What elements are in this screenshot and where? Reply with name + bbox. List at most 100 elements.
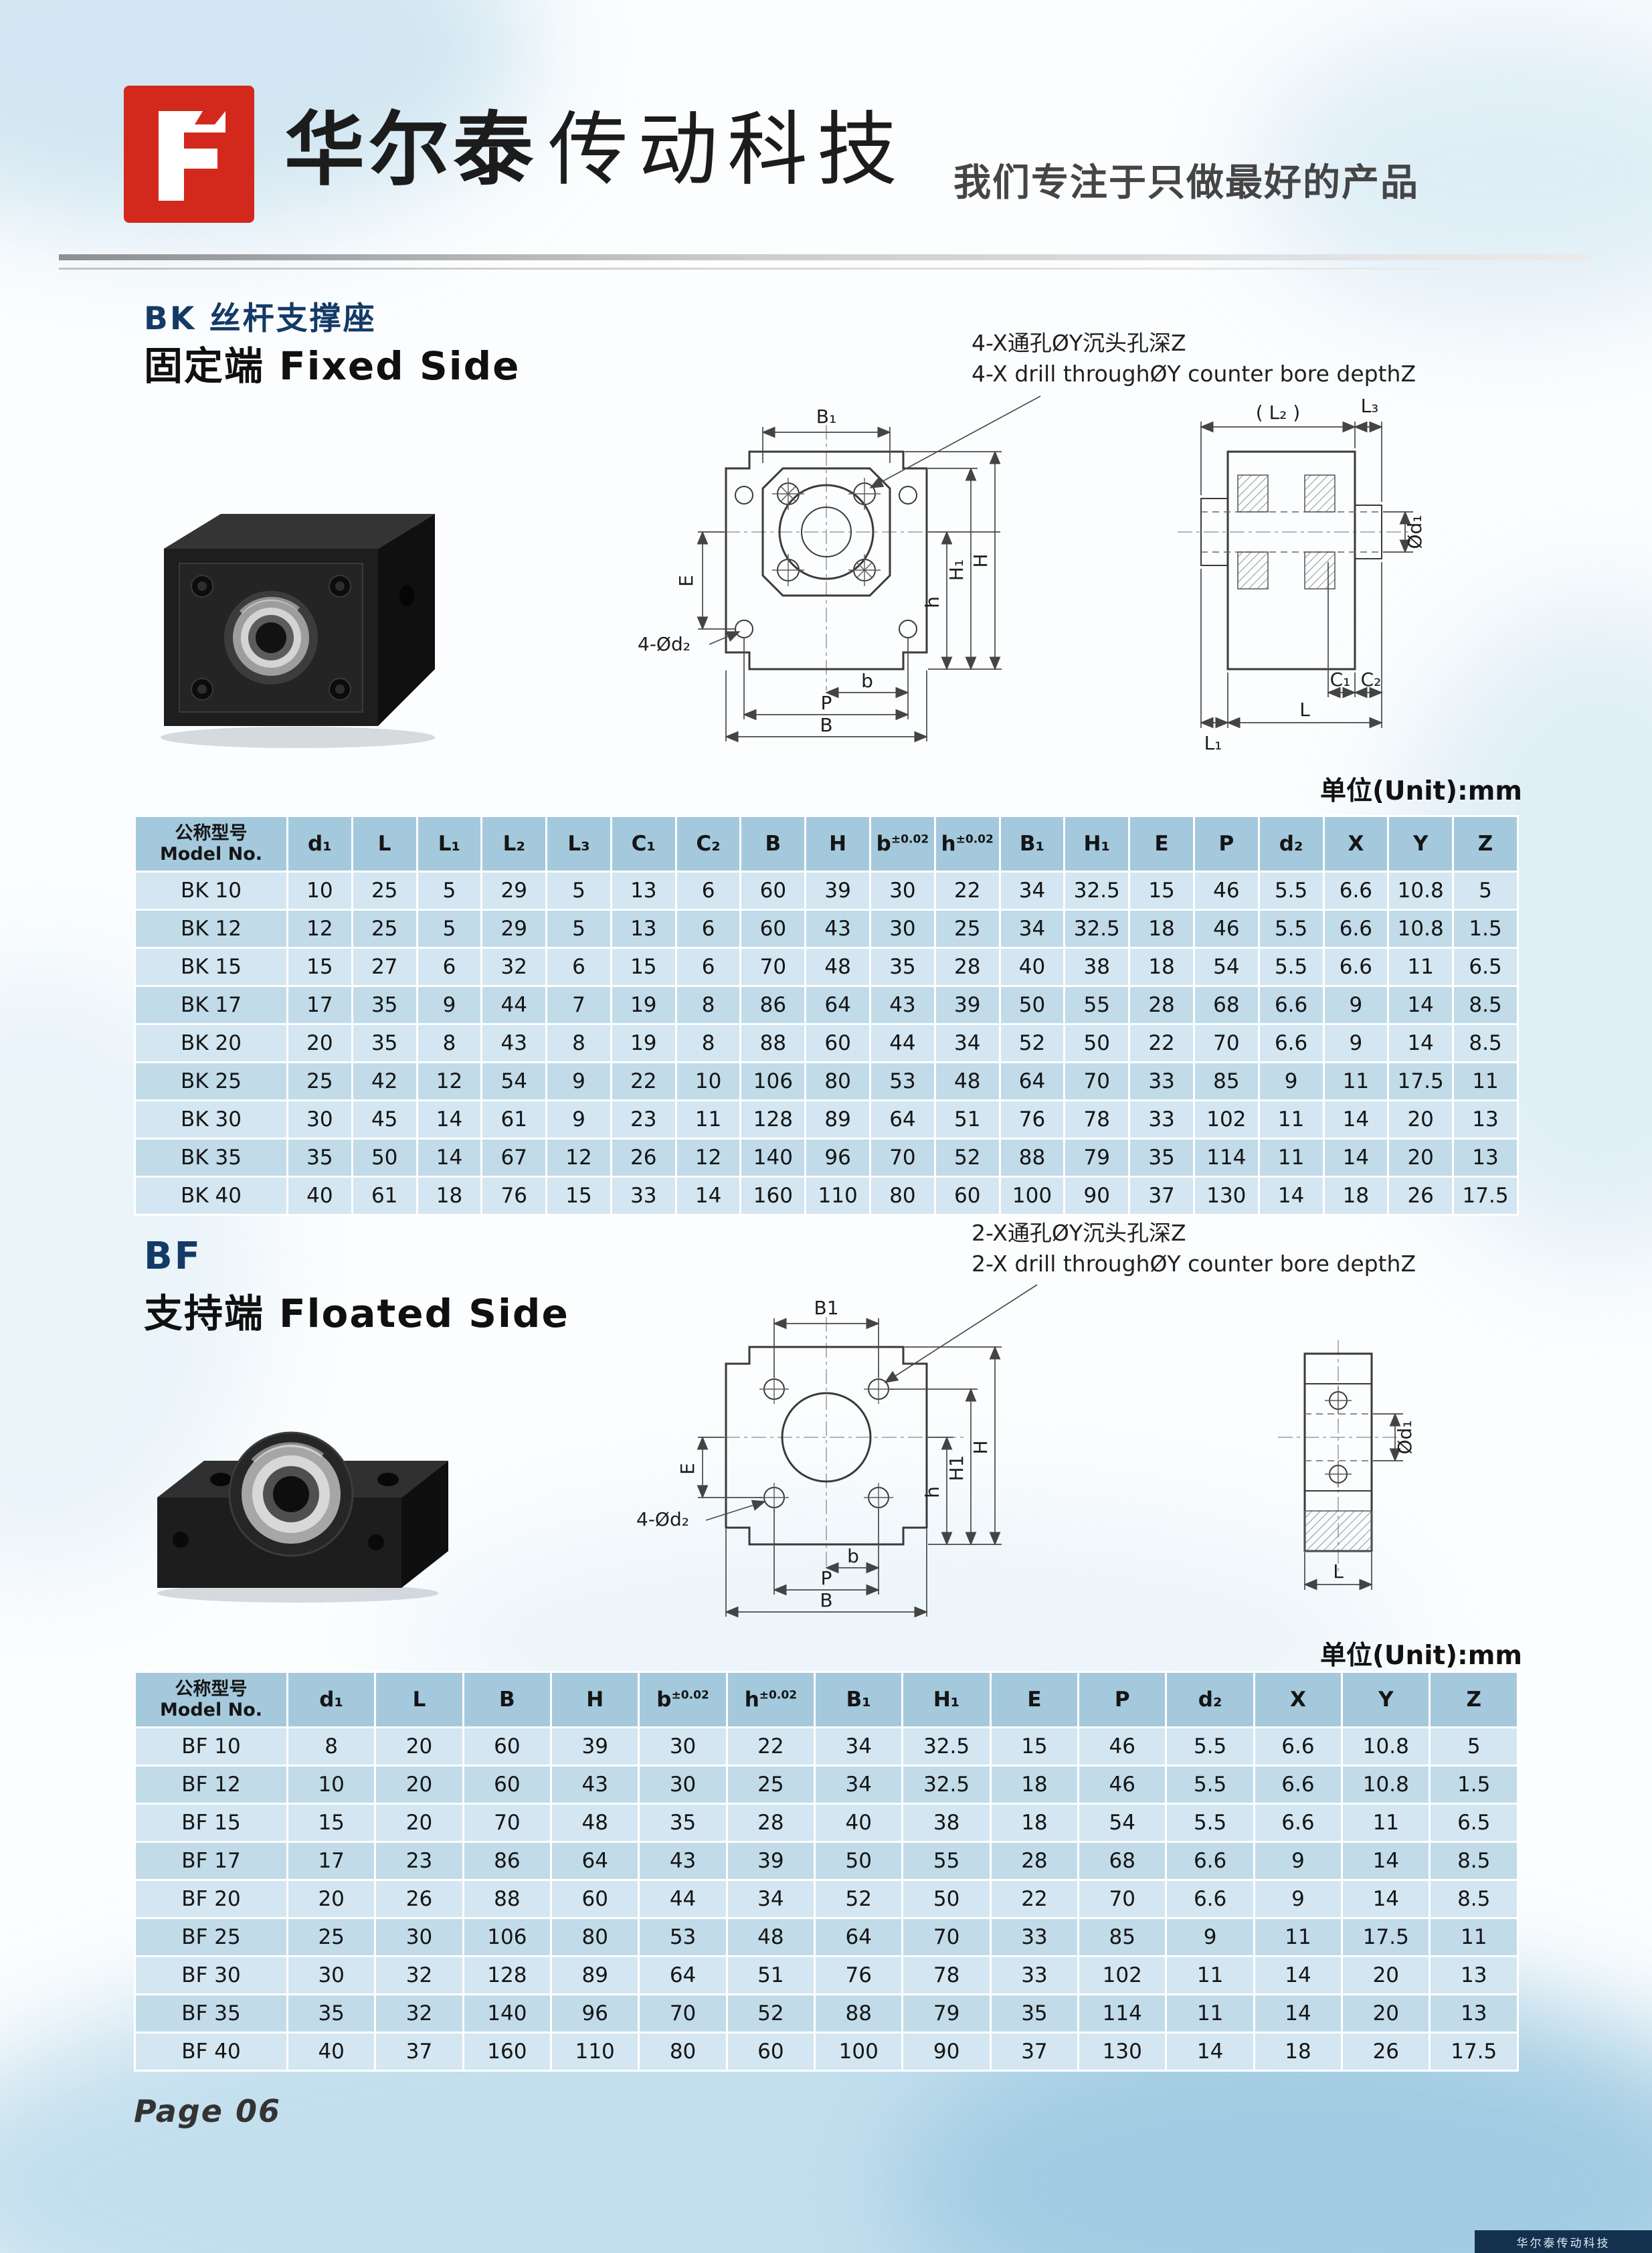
table-cell: 51	[933, 1099, 1001, 1140]
table-cell: 15	[610, 947, 677, 988]
table-cell: 50	[998, 985, 1066, 1026]
table-cell: 30	[869, 871, 936, 911]
table-cell: 78	[901, 1955, 992, 1996]
table-cell: 8.5	[1429, 1841, 1519, 1882]
table-cell: 60	[725, 2032, 816, 2072]
column-header: L₁	[416, 814, 483, 873]
bk-front-view-drawing: B₁ E h H₁ H b P B 4	[638, 395, 1041, 743]
dim-label-h: h	[921, 1486, 943, 1498]
table-cell: 32.5	[901, 1765, 992, 1805]
table-cell: 20	[374, 1765, 464, 1805]
page-number: Page 06	[134, 2093, 281, 2129]
table-cell: 42	[351, 1061, 418, 1102]
table-cell: 10.8	[1387, 871, 1455, 911]
dim-label-h1: H1	[945, 1455, 968, 1481]
table-cell: 8	[416, 1023, 483, 1064]
dim-label-l1: L₁	[1204, 732, 1222, 754]
table-cell: 14	[1387, 1023, 1455, 1064]
table-cell: 20	[286, 1023, 353, 1064]
table-cell: 11	[1341, 1803, 1431, 1843]
table-cell: 79	[1063, 1138, 1131, 1178]
table-cell: 9	[1257, 1061, 1325, 1102]
table-cell: 85	[1192, 1061, 1260, 1102]
table-cell: 5	[545, 871, 612, 911]
dim-label-d1: Ød₁	[1404, 515, 1426, 549]
table-cell: 1.5	[1429, 1765, 1519, 1805]
table-cell: 160	[462, 2032, 553, 2072]
table-cell: 10.8	[1341, 1726, 1431, 1767]
bf-subtitle-cn: 支持端	[144, 1291, 265, 1336]
dim-label-c1: C₁	[1330, 668, 1351, 691]
table-cell: 61	[351, 1176, 418, 1216]
column-header: B₁	[814, 1670, 904, 1729]
table-cell: BF 35	[134, 1993, 288, 2034]
table-cell: 30	[286, 1955, 377, 1996]
table-cell: 14	[1387, 985, 1455, 1026]
column-header: C₂	[674, 814, 742, 873]
table-cell: 19	[610, 985, 677, 1026]
table-cell: 44	[869, 1023, 936, 1064]
table-cell: 25	[286, 1061, 353, 1102]
table-cell: 114	[1077, 1993, 1168, 2034]
table-cell: 140	[462, 1993, 553, 2034]
column-header: E	[989, 1670, 1080, 1729]
table-cell: 19	[610, 1023, 677, 1064]
table-cell: 26	[1341, 2032, 1431, 2072]
dim-label-bb: B	[820, 1589, 832, 1611]
table-cell: 14	[416, 1138, 483, 1178]
dim-label-hh: H	[970, 553, 992, 567]
table-cell: BF 10	[134, 1726, 288, 1767]
table-cell: BK 30	[134, 1099, 288, 1140]
table-cell: 11	[1429, 1917, 1519, 1958]
table-cell: 8	[545, 1023, 612, 1064]
column-header: d₁	[286, 1670, 377, 1729]
column-header: h±0.02	[933, 814, 1001, 873]
dim-label-e: E	[676, 1463, 699, 1475]
dim-label-h: h	[921, 596, 943, 608]
table-cell: 40	[286, 1176, 353, 1216]
table-cell: 8.5	[1452, 1023, 1519, 1064]
table-cell: 35	[989, 1993, 1080, 2034]
table-cell: BF 30	[134, 1955, 288, 1996]
table-cell: 35	[286, 1993, 377, 2034]
table-cell: 90	[901, 2032, 992, 2072]
table-cell: 53	[869, 1061, 936, 1102]
column-header: H₁	[1063, 814, 1131, 873]
table-cell: 5	[416, 871, 483, 911]
table-cell: 25	[351, 909, 418, 950]
table-cell: 78	[1063, 1099, 1131, 1140]
table-cell: 52	[998, 1023, 1066, 1064]
bf-unit-label: 单位(Unit):mm	[1320, 1641, 1522, 1671]
column-header: L	[374, 1670, 464, 1729]
table-cell: 64	[550, 1841, 640, 1882]
table-cell: 8.5	[1429, 1879, 1519, 1920]
table-cell: 30	[869, 909, 936, 950]
table-cell: 23	[374, 1841, 464, 1882]
column-header: Y	[1387, 814, 1455, 873]
table-cell: 22	[933, 871, 1001, 911]
bk-drawing-area: B₁ E h H₁ H b P B 4	[60, 378, 1592, 812]
column-header: B₁	[998, 814, 1066, 873]
header-divider-thin	[59, 268, 1593, 270]
column-header: P	[1192, 814, 1260, 873]
table-cell: 13	[1452, 1138, 1519, 1178]
column-header: L₃	[545, 814, 612, 873]
table-cell: 6.6	[1257, 1023, 1325, 1064]
table-cell: 6	[674, 871, 742, 911]
bk-unit-label: 单位(Unit):mm	[1320, 776, 1522, 806]
table-cell: 32	[374, 1993, 464, 2034]
table-cell: 28	[1128, 985, 1195, 1026]
table-cell: 52	[933, 1138, 1001, 1178]
table-cell: 28	[989, 1841, 1080, 1882]
table-cell: 25	[351, 871, 418, 911]
table-cell: 46	[1077, 1726, 1168, 1767]
header-divider	[59, 254, 1593, 260]
column-header: Z	[1452, 814, 1519, 873]
table-cell: 106	[739, 1061, 807, 1102]
table-cell: 20	[1387, 1099, 1455, 1140]
